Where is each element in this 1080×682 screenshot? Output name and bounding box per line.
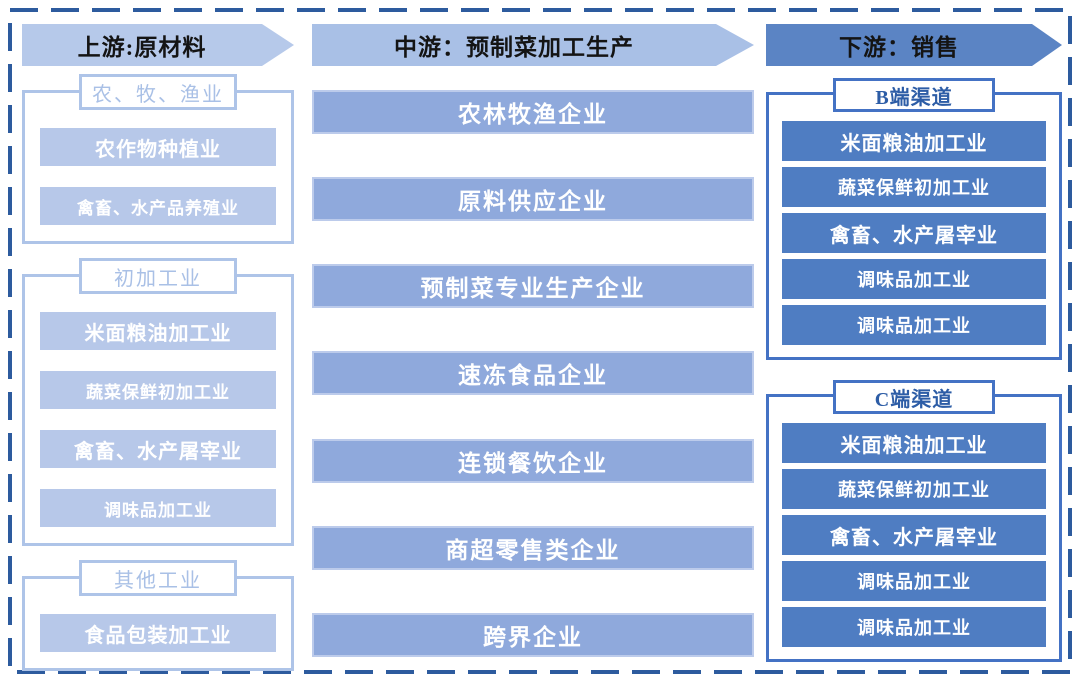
upstream-item: 米面粮油加工业 <box>40 312 276 350</box>
midstream-column: 中游：预制菜加工生产 农林牧渔企业 原料供应企业 预制菜专业生产企业 速冻食品企… <box>312 24 754 657</box>
channel-item: 蔬菜保鲜初加工业 <box>782 167 1046 207</box>
upstream-item: 农作物种植业 <box>40 128 276 166</box>
upstream-item: 调味品加工业 <box>40 489 276 527</box>
b-channel-group-title: B端渠道 <box>833 78 995 112</box>
midstream-item: 农林牧渔企业 <box>312 90 754 134</box>
channel-item: 禽畜、水产屠宰业 <box>782 213 1046 253</box>
channel-item: 调味品加工业 <box>782 561 1046 601</box>
upstream-group-primary-processing-title: 初加工业 <box>79 258 237 294</box>
midstream-items: 农林牧渔企业 原料供应企业 预制菜专业生产企业 速冻食品企业 连锁餐饮企业 商超… <box>312 90 754 657</box>
upstream-item: 蔬菜保鲜初加工业 <box>40 371 276 409</box>
downstream-header-arrow: 下游：销售 <box>766 24 1062 66</box>
upstream-group-other-industry: 其他工业 食品包装加工业 <box>22 560 294 671</box>
midstream-item: 跨界企业 <box>312 612 754 657</box>
midstream-item: 商超零售类企业 <box>312 525 754 570</box>
upstream-header-label: 上游:原材料 <box>77 35 207 60</box>
upstream-header-arrow: 上游:原材料 <box>22 24 294 66</box>
midstream-item: 连锁餐饮企业 <box>312 438 754 483</box>
channel-item: 调味品加工业 <box>782 607 1046 647</box>
downstream-column: 下游：销售 B端渠道 米面粮油加工业 蔬菜保鲜初加工业 禽畜、水产屠宰业 调味品… <box>766 24 1062 662</box>
upstream-item: 食品包装加工业 <box>40 614 276 652</box>
midstream-item: 原料供应企业 <box>312 177 754 222</box>
downstream-header-label: 下游：销售 <box>839 35 959 60</box>
upstream-group-primary-processing: 初加工业 米面粮油加工业 蔬菜保鲜初加工业 禽畜、水产屠宰业 调味品加工业 <box>22 258 294 546</box>
upstream-group-agriculture-title: 农、牧、渔业 <box>79 74 237 110</box>
c-channel-group-title: C端渠道 <box>833 380 995 414</box>
upstream-group-other-industry-title: 其他工业 <box>79 560 237 596</box>
channel-item: 调味品加工业 <box>782 305 1046 345</box>
upstream-item: 禽畜、水产品养殖业 <box>40 187 276 225</box>
channel-item: 米面粮油加工业 <box>782 121 1046 161</box>
midstream-header-label: 中游：预制菜加工生产 <box>394 35 634 60</box>
b-channel-group: B端渠道 米面粮油加工业 蔬菜保鲜初加工业 禽畜、水产屠宰业 调味品加工业 调味… <box>766 78 1062 360</box>
midstream-header-arrow: 中游：预制菜加工生产 <box>312 24 754 66</box>
midstream-item: 速冻食品企业 <box>312 351 754 396</box>
upstream-item: 禽畜、水产屠宰业 <box>40 430 276 468</box>
upstream-group-agriculture: 农、牧、渔业 农作物种植业 禽畜、水产品养殖业 <box>22 74 294 244</box>
channel-item: 调味品加工业 <box>782 259 1046 299</box>
midstream-item: 预制菜专业生产企业 <box>312 264 754 309</box>
channel-item: 蔬菜保鲜初加工业 <box>782 469 1046 509</box>
upstream-column: 上游:原材料 农、牧、渔业 农作物种植业 禽畜、水产品养殖业 初加工业 米面粮油… <box>22 24 294 671</box>
channel-item: 禽畜、水产屠宰业 <box>782 515 1046 555</box>
channel-item: 米面粮油加工业 <box>782 423 1046 463</box>
c-channel-group: C端渠道 米面粮油加工业 蔬菜保鲜初加工业 禽畜、水产屠宰业 调味品加工业 调味… <box>766 380 1062 662</box>
